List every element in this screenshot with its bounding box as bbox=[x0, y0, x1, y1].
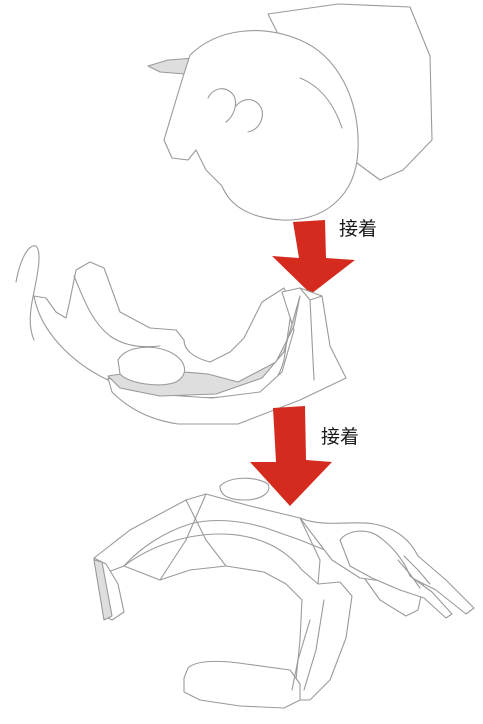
arrow-step-2 bbox=[250, 406, 332, 506]
step-2-label: 接着 bbox=[321, 426, 360, 448]
head-eye-right bbox=[235, 99, 263, 133]
frame-top-lobe bbox=[219, 477, 270, 501]
frame-leg-line bbox=[291, 599, 325, 691]
jaw-inner-curve bbox=[73, 275, 161, 348]
arrow-step-1 bbox=[272, 220, 355, 294]
frame-left-strut bbox=[93, 559, 113, 621]
frame-claw-detail bbox=[397, 555, 431, 589]
frame-lower-arch bbox=[123, 533, 353, 701]
head-body bbox=[163, 30, 359, 221]
jaw-left-tip bbox=[15, 245, 40, 341]
frame-part bbox=[93, 477, 475, 709]
frame-foot bbox=[183, 660, 301, 709]
jaw-front-block bbox=[107, 287, 347, 425]
head-crest-seam bbox=[299, 77, 343, 129]
frame-spine-line bbox=[159, 493, 321, 585]
jaw-part bbox=[15, 245, 347, 425]
frame-right-claw bbox=[339, 530, 453, 619]
head-eye-left bbox=[207, 88, 237, 123]
step-1-label: 接着 bbox=[339, 218, 378, 240]
head-part bbox=[147, 3, 433, 221]
jaw-front-seam bbox=[299, 287, 323, 381]
jaw-tooth-lobe bbox=[117, 346, 186, 386]
